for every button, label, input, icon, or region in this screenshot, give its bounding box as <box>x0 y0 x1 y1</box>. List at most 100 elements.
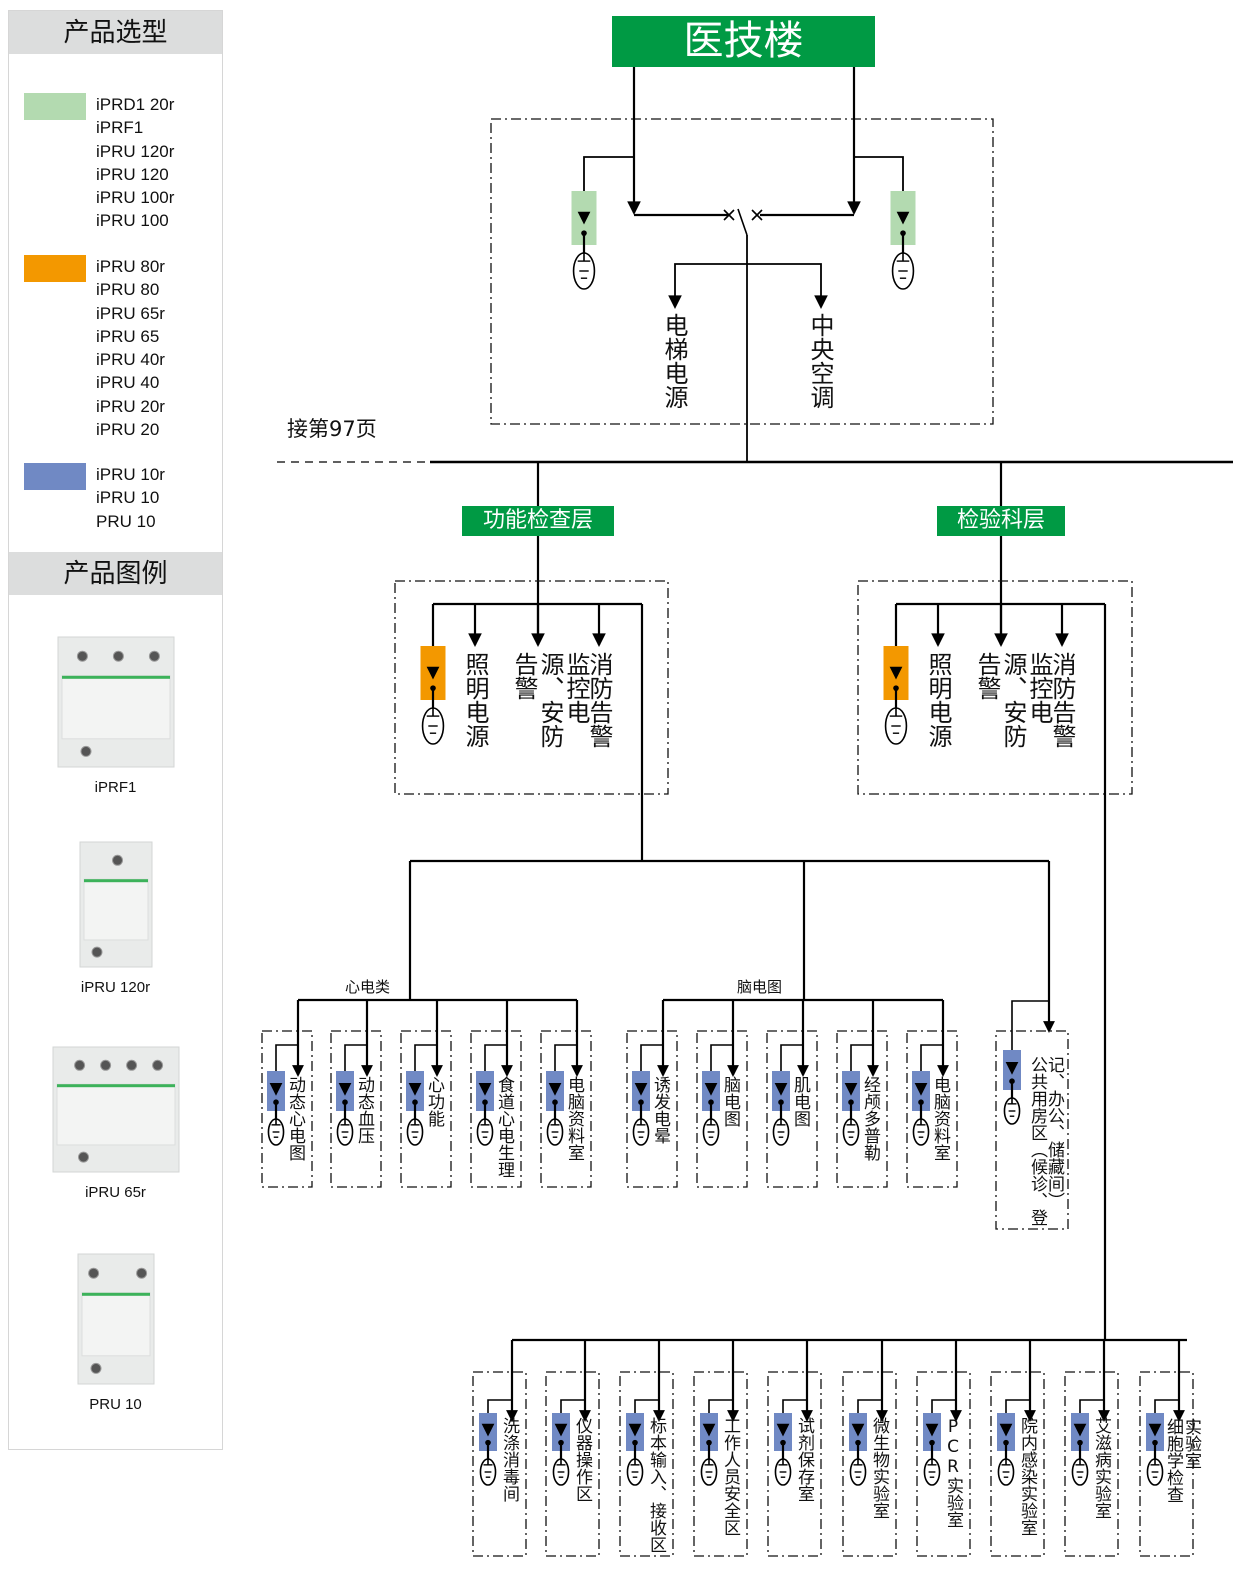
arrow-head <box>889 666 903 680</box>
arrow-head <box>653 1410 665 1422</box>
product-caption: iPRU 65r <box>85 1184 146 1201</box>
arrow-head <box>577 211 591 225</box>
enclosure-box <box>400 1030 452 1188</box>
arrow-head <box>994 633 1008 647</box>
enclosure-box <box>693 1371 748 1557</box>
legend-swatch <box>24 255 86 282</box>
lab-room-label: 艾滋病实验室 <box>1091 1417 1111 1519</box>
arrow-head <box>548 1083 562 1096</box>
group-title: 脑电图 <box>737 978 783 996</box>
arrow-head <box>727 1065 739 1077</box>
arrow-head <box>426 666 440 680</box>
product-photo <box>78 836 154 971</box>
product-caption: PRU 10 <box>89 1396 142 1413</box>
arrow-head <box>431 1065 443 1077</box>
enclosure-box <box>995 1030 1069 1230</box>
arrow-head <box>727 1410 739 1422</box>
legend-item: iPRD1 20r <box>96 95 175 114</box>
legend-item: iPRU 10 <box>96 488 160 508</box>
lab-room-label: 工作人员安全区 <box>720 1417 740 1536</box>
product-photo <box>51 1041 181 1176</box>
room-label: 肌电图 <box>790 1076 810 1127</box>
room-label: 诱发电晕 <box>650 1076 670 1144</box>
spd-terminal <box>855 1439 861 1446</box>
legend-swatch <box>24 463 86 490</box>
spd-terminal <box>1152 1439 1158 1446</box>
legend-item: iPRU 100 <box>96 211 169 231</box>
enclosure-box <box>472 1371 527 1557</box>
enclosure-box <box>626 1030 678 1188</box>
enclosure-box <box>619 1371 674 1557</box>
arrow-head <box>914 1083 928 1096</box>
public-area-label-col1: 公共用房区（候诊、登 <box>1027 1056 1047 1226</box>
arrow-head <box>627 201 641 215</box>
enclosure-box <box>394 580 669 795</box>
arrow-head <box>867 1065 879 1077</box>
legend-item: iPRU 20 <box>96 420 160 440</box>
spd-terminal <box>485 1439 491 1446</box>
breaker-icon <box>751 209 763 221</box>
arrow-head <box>1005 1062 1019 1075</box>
arrow-head <box>269 1083 283 1096</box>
spd-terminal <box>1003 1439 1009 1446</box>
product-caption: iPRU 120r <box>80 979 151 996</box>
arrow-head <box>554 1423 568 1437</box>
floor-load-security: 监控电源、安防告警 <box>510 652 590 748</box>
room-label: 经颅多普勒 <box>860 1076 880 1161</box>
arrow-head <box>999 1423 1013 1437</box>
enclosure-box <box>1139 1371 1194 1557</box>
enclosure-box <box>767 1371 822 1557</box>
product-card: iPRU 65r <box>9 1041 222 1201</box>
arrow-head <box>501 1065 513 1077</box>
room-label: 动态血压 <box>354 1076 374 1144</box>
legend-item: iPRF1 <box>96 118 144 138</box>
arrow-head <box>774 1083 788 1096</box>
enclosure-box <box>906 1030 958 1188</box>
arrow-head <box>931 633 945 647</box>
arrow-head <box>925 1423 939 1437</box>
arrow-head <box>292 1065 304 1077</box>
room-label: 脑电图 <box>720 1076 740 1127</box>
product-card: PRU 10 <box>9 1248 222 1413</box>
product-card: iPRF1 <box>9 631 222 796</box>
switch-icon <box>737 208 748 236</box>
enclosure-box <box>490 118 994 425</box>
legend-item: iPRU 120r <box>96 141 175 161</box>
arrow-head <box>592 633 606 647</box>
enclosure-box <box>1064 1371 1119 1557</box>
floor-title: 功能检查层 <box>462 506 614 536</box>
continuation-note: 接第97页 <box>287 417 377 441</box>
arrow-head <box>1073 1423 1087 1437</box>
wire <box>674 263 822 307</box>
arrow-head <box>876 1410 888 1422</box>
arrow-head <box>1055 633 1069 647</box>
enclosure-box <box>916 1371 971 1557</box>
legend-item: iPRU 65r <box>96 303 165 323</box>
enclosure-box <box>990 1371 1045 1557</box>
legend-title: 产品图例 <box>9 552 222 595</box>
enclosure-box <box>696 1030 748 1188</box>
arrow-head <box>481 1423 495 1437</box>
floor-load-fire-alarm: 消防告警 <box>1048 652 1076 748</box>
load-label-elevator: 电梯电源 <box>660 313 688 409</box>
arrow-head <box>1024 1410 1036 1422</box>
lab-room-label: PCR实验室 <box>943 1417 963 1528</box>
arrow-head <box>844 1083 858 1096</box>
room-label: 食道心电生理 <box>494 1076 514 1178</box>
arrow-head <box>531 633 545 647</box>
arrow-head <box>634 1083 648 1096</box>
legend-swatch <box>24 93 86 120</box>
enclosure-box <box>540 1030 592 1188</box>
arrow-head <box>797 1065 809 1077</box>
legend-item: iPRU 40 <box>96 373 160 393</box>
room-label: 电脑资料室 <box>930 1076 950 1161</box>
arrow-head <box>814 295 828 309</box>
enclosure-box <box>545 1371 600 1557</box>
arrow-head <box>668 295 682 309</box>
arrow-head <box>408 1083 422 1096</box>
legend-item: iPRU 65 <box>96 326 160 346</box>
lab-room-label: 洗涤消毒间 <box>499 1417 519 1502</box>
floor-title: 检验科层 <box>937 506 1065 536</box>
legend-item: iPRU 40r <box>96 350 165 370</box>
